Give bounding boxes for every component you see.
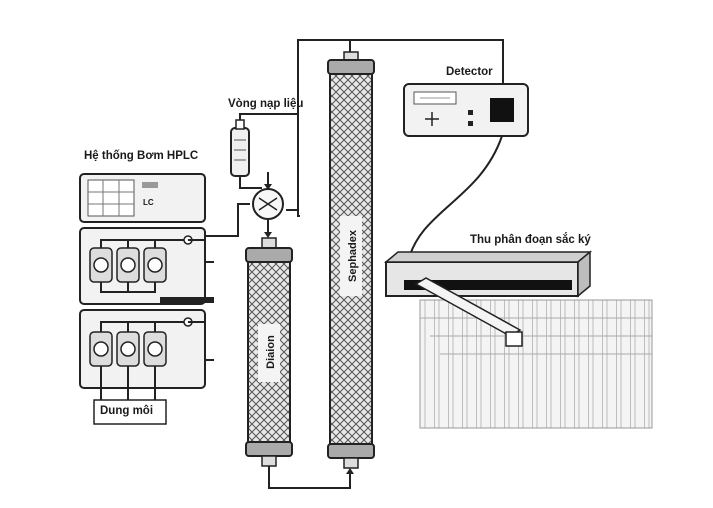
fraction-collector-label: Thu phân đoạn sắc ký: [470, 234, 591, 246]
collector-arm: [414, 277, 522, 337]
solvent-label: Dung môi: [100, 405, 154, 417]
hplc-pump-system: LC: [79, 173, 250, 425]
pump-unit-1: [79, 227, 206, 305]
solvent-lines: [100, 366, 156, 400]
collector-rail: [385, 261, 579, 297]
fraction-collector: [383, 250, 653, 429]
detector: [403, 83, 529, 137]
detector-cell: [490, 98, 514, 122]
pump-heads-1: [89, 235, 193, 293]
diaion-column: Diaion: [245, 237, 293, 467]
pump-panel-text: LC: [143, 198, 154, 207]
pump-indicator: [142, 182, 158, 188]
loading-loop-assembly: [230, 113, 300, 238]
loading-loop-label: Vòng nạp liệu: [228, 98, 304, 110]
detector-crosshair-icon: [425, 112, 439, 126]
sephadex-column: Sephadex: [327, 51, 375, 469]
sephadex-label: Sephadex: [347, 229, 359, 282]
pump-display: [87, 179, 135, 217]
solvent-box: [93, 399, 167, 425]
collection-tubes: [420, 300, 652, 428]
detector-label: Detector: [446, 66, 493, 78]
pump-heads-2: [89, 317, 193, 367]
pump-system-label: Hệ thống Bơm HPLC: [84, 150, 199, 162]
loading-loop-syringe: [230, 127, 250, 177]
diaion-label: Diaion: [265, 335, 277, 369]
